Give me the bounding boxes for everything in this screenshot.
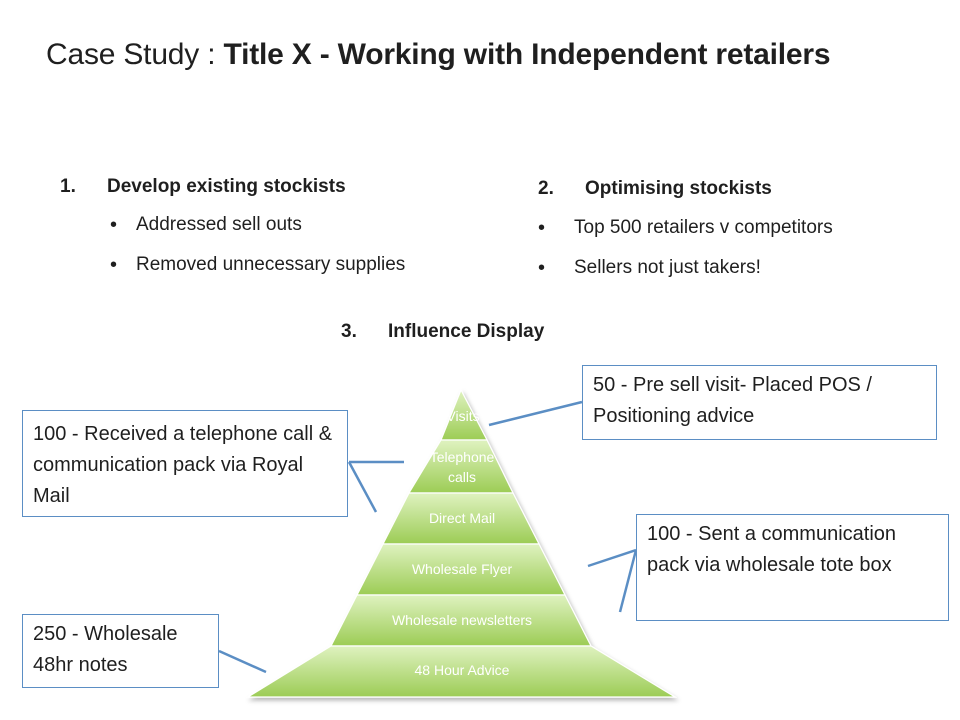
callout-wholesale: 250 - Wholesale 48hr notes	[22, 614, 219, 688]
callout-tote: 100 - Sent a communication pack via whol…	[636, 514, 949, 621]
title-prefix: Case Study :	[46, 38, 224, 71]
section-3-heading: 3. Influence Display	[341, 321, 544, 343]
section-2-bullet: Sellers not just takers!	[538, 256, 833, 296]
section-1-heading: 1. Develop existing stockists	[60, 176, 346, 198]
connector-lines	[218, 400, 638, 674]
pyramid-level-telephone	[407, 439, 514, 494]
section-2-number: 2.	[538, 178, 554, 199]
section-1-bullet: Addressed sell outs	[110, 213, 405, 253]
callout-presell: 50 - Pre sell visit- Placed POS / Positi…	[582, 365, 937, 440]
section-1-bullets: Addressed sell outs Removed unnecessary …	[110, 213, 405, 293]
connector-tote	[587, 548, 637, 568]
section-1-title: Develop existing stockists	[107, 176, 346, 197]
section-3-title: Influence Display	[388, 321, 545, 342]
section-1-bullet: Removed unnecessary supplies	[110, 253, 405, 293]
pyramid-label-telephone-line1: Telephone	[430, 449, 495, 465]
callout-telephone: 100 - Received a telephone call & commun…	[22, 410, 348, 517]
pyramid-label-wholesale-flyer: Wholesale Flyer	[412, 561, 513, 577]
section-1-number: 1.	[60, 176, 76, 197]
slide-title: Case Study : Title X - Working with Inde…	[46, 38, 831, 72]
connector-wholesale	[218, 649, 267, 674]
connector-telephone-2	[347, 461, 378, 513]
connector-tote-2	[618, 549, 638, 613]
section-2-title: Optimising stockists	[585, 178, 772, 199]
section-3-number: 3.	[341, 321, 357, 342]
pyramid-level-48-hour-advice	[245, 645, 678, 698]
title-bold: Title X - Working with Independent retai…	[223, 38, 831, 71]
pyramid-label-telephone-line2: calls	[448, 469, 476, 485]
pyramid-label-direct-mail: Direct Mail	[429, 510, 495, 526]
pyramid-label-wholesale-newsletters: Wholesale newsletters	[392, 612, 532, 628]
pyramid-label-48-hour-advice: 48 Hour Advice	[415, 662, 510, 678]
connector-presell	[488, 400, 583, 427]
section-2-heading: 2. Optimising stockists	[538, 178, 772, 200]
section-2-bullets: Top 500 retailers v competitors Sellers …	[538, 216, 833, 296]
pyramid-label-visits: Visits	[446, 408, 479, 424]
section-2-bullet: Top 500 retailers v competitors	[538, 216, 833, 256]
